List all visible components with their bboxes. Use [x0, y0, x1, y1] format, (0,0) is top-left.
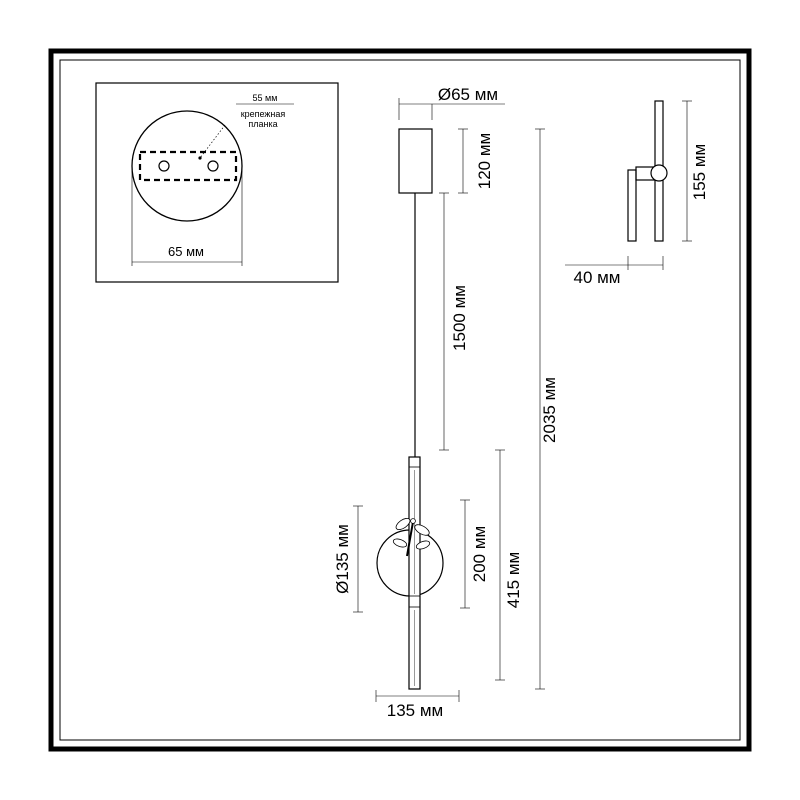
total-height-label: 2035 мм: [540, 377, 559, 443]
outer-frame: [48, 48, 752, 752]
side-rod-lower: [627, 169, 637, 242]
mounting-bracket: [138, 150, 238, 182]
cable-length-label: 1500 мм: [450, 285, 469, 351]
leader-dot: [198, 156, 202, 160]
lamp-section-label: 200 мм: [470, 526, 489, 582]
lamp-height-label: 415 мм: [504, 552, 523, 608]
bracket-width-label: 55 мм: [253, 93, 278, 103]
side-view: 155 мм 40 мм: [565, 100, 709, 287]
mount-detail-box: [95, 82, 339, 283]
screw-hole-left: [158, 160, 170, 172]
screw-hole-right: [207, 160, 219, 172]
bracket-label-line1: крепежная: [241, 109, 286, 119]
side-height-label: 155 мм: [690, 144, 709, 200]
inner-frame: [59, 59, 741, 741]
lamp-width-label: 135 мм: [387, 701, 443, 720]
pendant-canopy: [398, 128, 433, 194]
mount-detail: 55 мм крепежная планка 65 мм: [95, 82, 339, 283]
pendant-front-view: Ø65 мм 120 мм 1500 мм 2035 мм Ø135 мм 20…: [333, 85, 559, 720]
disc-diameter-label: Ø135 мм: [333, 524, 352, 594]
canopy-height-label: 120 мм: [475, 133, 494, 189]
side-depth-label: 40 мм: [573, 268, 620, 287]
canopy-diameter-label: Ø65 мм: [438, 85, 498, 104]
canopy-plate-circle: [131, 110, 243, 222]
canopy-width-label: 65 мм: [168, 244, 204, 259]
bracket-label-line2: планка: [248, 119, 277, 129]
dragonfly-ornament: [392, 517, 431, 557]
side-hinge: [650, 164, 668, 182]
